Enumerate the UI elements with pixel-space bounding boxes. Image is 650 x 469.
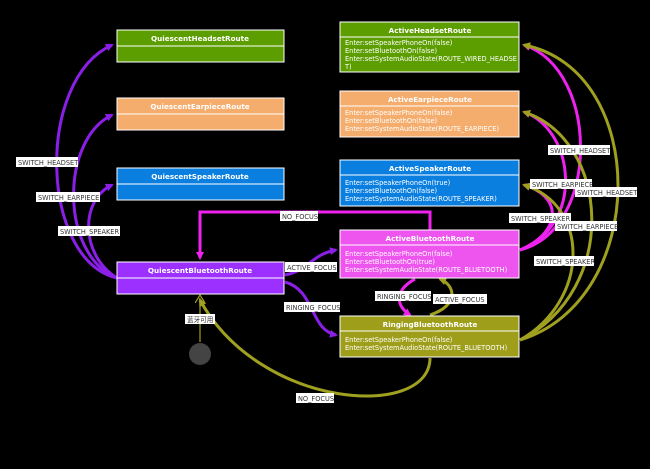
state-entry-line: Enter:setSystemAudioState(ROUTE_WIRED_HE… xyxy=(345,55,517,63)
edge-rbt-to-aearpiece xyxy=(519,110,594,342)
state-title: ActiveBluetoothRoute xyxy=(386,234,475,243)
state-entry-line: Enter:setBluetoothOn(false) xyxy=(345,47,437,55)
state-entry-line: Enter:setSystemAudioState(ROUTE_EARPIECE… xyxy=(345,125,499,133)
state-title: QuiescentSpeakerRoute xyxy=(151,172,249,181)
state-title: ActiveEarpieceRoute xyxy=(388,95,472,104)
edge-rbt-to-qbt xyxy=(198,298,432,398)
label-switch-earpiece-olive: SWITCH_EARPIECE xyxy=(555,221,618,231)
state-entry-line: Enter:setSystemAudioState(ROUTE_BLUETOOT… xyxy=(345,266,507,274)
svg-text:SWITCH_SPEAKER: SWITCH_SPEAKER xyxy=(536,258,595,266)
label-ringing-focus-left: RINGING_FOCUS xyxy=(284,302,340,312)
state-active-bluetooth[interactable]: ActiveBluetoothRoute Enter:setSpeakerPho… xyxy=(339,229,520,279)
label-active-focus-left: ACTIVE_FOCUS xyxy=(285,262,337,272)
svg-text:NO_FOCUS: NO_FOCUS xyxy=(282,213,318,221)
state-active-earpiece[interactable]: ActiveEarpieceRoute Enter:setSpeakerPhon… xyxy=(339,90,520,138)
svg-text:ACTIVE_FOCUS: ACTIVE_FOCUS xyxy=(435,296,485,304)
state-quiescent-headset[interactable]: QuiescentHeadsetRoute xyxy=(116,29,285,63)
svg-text:SWITCH_HEADSET: SWITCH_HEADSET xyxy=(18,159,79,167)
svg-text:SWITCH_EARPIECE: SWITCH_EARPIECE xyxy=(557,223,618,231)
svg-text:SWITCH_HEADSET: SWITCH_HEADSET xyxy=(550,147,611,155)
label-active-focus-mid: ACTIVE_FOCUS xyxy=(433,294,487,304)
state-active-headset[interactable]: ActiveHeadsetRoute Enter:setSpeakerPhone… xyxy=(339,21,520,73)
state-entry-line: Enter:setBluetoothOn(false) xyxy=(345,187,437,195)
label-no-focus-bottom: NO_FOCUS xyxy=(296,393,334,403)
label-switch-speaker-olive: SWITCH_SPEAKER xyxy=(534,256,595,266)
label-switch-headset-olive: SWITCH_HEADSET xyxy=(575,187,638,197)
svg-text:ACTIVE_FOCUS: ACTIVE_FOCUS xyxy=(287,264,337,272)
state-title: QuiescentEarpieceRoute xyxy=(150,102,249,111)
label-switch-headset-left: SWITCH_HEADSET xyxy=(16,157,79,167)
state-entry-line: Enter:setSpeakerPhoneOn(false) xyxy=(345,336,452,344)
state-entry-line: Enter:setBluetoothOn(false) xyxy=(345,117,437,125)
state-entry-line: Enter:setSpeakerPhoneOn(false) xyxy=(345,109,452,117)
initial-state-dot xyxy=(189,343,211,365)
svg-text:SWITCH_SPEAKER: SWITCH_SPEAKER xyxy=(60,228,119,236)
label-initial: 蓝牙可用 xyxy=(185,314,215,324)
svg-text:SWITCH_HEADSET: SWITCH_HEADSET xyxy=(577,189,638,197)
edge-qbt-to-qheadset xyxy=(55,43,118,280)
label-switch-headset-magenta: SWITCH_HEADSET xyxy=(548,145,611,155)
svg-text:蓝牙可用: 蓝牙可用 xyxy=(187,315,213,324)
svg-text:RINGING_FOCUS: RINGING_FOCUS xyxy=(377,293,431,301)
label-switch-speaker-left: SWITCH_SPEAKER xyxy=(58,226,120,236)
states: QuiescentHeadsetRoute QuiescentEarpieceR… xyxy=(116,21,520,358)
svg-text:SWITCH_EARPIECE: SWITCH_EARPIECE xyxy=(38,194,99,202)
state-title: ActiveHeadsetRoute xyxy=(389,26,472,35)
state-ringing-bluetooth[interactable]: RingingBluetoothRoute Enter:setSpeakerPh… xyxy=(339,315,520,358)
label-switch-earpiece-left: SWITCH_EARPIECE xyxy=(36,192,100,202)
label-switch-speaker-magenta: SWITCH_SPEAKER xyxy=(509,213,571,223)
state-entry-line: Enter:setSpeakerPhoneOn(false) xyxy=(345,39,452,47)
edge-rbt-to-aheadset xyxy=(519,42,620,342)
state-entry-line: Enter:setSpeakerPhoneOn(false) xyxy=(345,250,452,258)
state-title: QuiescentHeadsetRoute xyxy=(151,34,249,43)
state-quiescent-bluetooth[interactable]: QuiescentBluetoothRoute xyxy=(116,261,285,295)
edge-rbt-to-aspeaker xyxy=(519,182,575,342)
svg-text:SWITCH_EARPIECE: SWITCH_EARPIECE xyxy=(532,181,593,189)
state-entry-line: T) xyxy=(344,63,352,71)
edge-labels: SWITCH_HEADSET SWITCH_EARPIECE SWITCH_SP… xyxy=(16,145,638,403)
label-switch-earpiece-magenta: SWITCH_EARPIECE xyxy=(530,179,593,189)
svg-text:RINGING_FOCUS: RINGING_FOCUS xyxy=(286,304,340,312)
label-ringing-focus-mid: RINGING_FOCUS xyxy=(375,291,431,301)
state-quiescent-speaker[interactable]: QuiescentSpeakerRoute xyxy=(116,167,285,201)
state-title: QuiescentBluetoothRoute xyxy=(148,266,252,275)
state-active-speaker[interactable]: ActiveSpeakerRoute Enter:setSpeakerPhone… xyxy=(339,159,520,207)
state-entry-line: Enter:setSpeakerPhoneOn(true) xyxy=(345,179,450,187)
svg-text:NO_FOCUS: NO_FOCUS xyxy=(298,395,334,403)
state-entry-line: Enter:setSystemAudioState(ROUTE_SPEAKER) xyxy=(345,195,497,203)
state-quiescent-earpiece[interactable]: QuiescentEarpieceRoute xyxy=(116,97,285,131)
label-no-focus-top: NO_FOCUS xyxy=(280,211,318,221)
state-entry-line: Enter:setSystemAudioState(ROUTE_BLUETOOT… xyxy=(345,344,507,352)
state-title: RingingBluetoothRoute xyxy=(383,320,478,329)
svg-text:SWITCH_SPEAKER: SWITCH_SPEAKER xyxy=(511,215,570,223)
state-entry-line: Enter:setBluetoothOn(true) xyxy=(345,258,435,266)
state-title: ActiveSpeakerRoute xyxy=(389,164,471,173)
